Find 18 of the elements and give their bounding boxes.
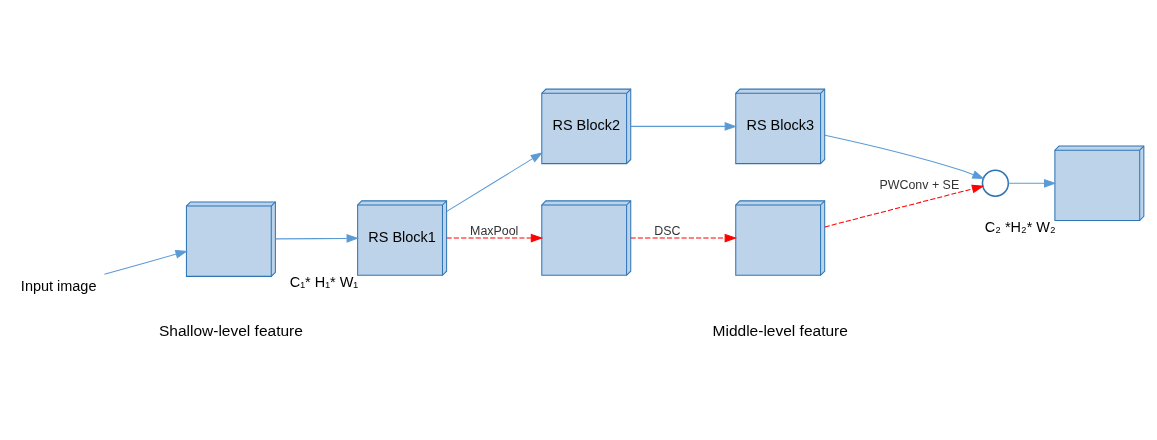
arrow [446,152,543,212]
arrow [103,250,188,275]
label: Middle-level feature [712,321,848,339]
edge-label: MaxPool [470,223,519,238]
arrow [1008,178,1057,188]
arrow [630,122,738,131]
label: Shallow-level feature [158,321,303,339]
arrow [446,233,544,243]
node-label: C₂ *H₂* W₂ [984,219,1056,236]
node-text: Input image [20,277,97,294]
node-label: C₁* H₁* W₁ [289,273,359,290]
arrow [630,233,738,243]
node-circle [981,169,1010,197]
arrow [275,234,359,243]
arrow [824,184,985,228]
edge-label: DSC [654,223,681,238]
arrow [824,134,985,180]
edge-label: PWConv + SE [879,178,960,193]
